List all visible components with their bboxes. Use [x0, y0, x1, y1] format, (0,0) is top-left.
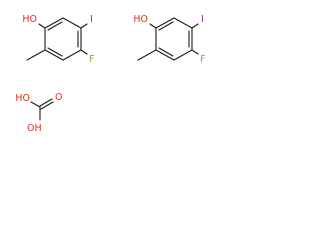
carbonyl-bond — [39, 98, 53, 107]
ring-bond — [173, 49, 193, 61]
molecule-carbonic-acid: O HO OH — [15, 92, 62, 134]
molecule-phenol-2: HO I F — [133, 14, 205, 65]
ring-bond — [155, 17, 175, 29]
ring-bond — [173, 17, 193, 29]
carbonyl-oxygen-label: O — [55, 92, 62, 103]
ring-bond-inner — [158, 21, 174, 31]
hydroxyl-top-label: HO — [15, 93, 30, 104]
hydroxyl-label: HO — [22, 14, 37, 25]
fluoro-label: F — [200, 54, 205, 65]
methyl-bond — [26, 49, 46, 61]
structure-canvas: HO I F HO I F O HO OH — [0, 0, 239, 148]
ring-bond-inner — [47, 21, 63, 31]
structure-svg: HO I F HO I F O HO OH — [15, 14, 205, 134]
oh-bond — [38, 23, 46, 29]
hydroxyl-bond — [30, 101, 41, 108]
hydroxyl-bottom-label: OH — [27, 123, 42, 134]
carbonyl-bond — [40, 101, 54, 110]
ring-bond — [62, 17, 82, 29]
fluoro-bond — [80, 49, 88, 55]
iodo-bond — [80, 23, 88, 29]
ring-bond — [155, 49, 175, 61]
ring-bond-inner — [158, 47, 174, 57]
ring-bond — [62, 49, 82, 61]
methyl-bond — [137, 49, 157, 61]
ring-bond — [44, 17, 64, 29]
hydroxyl-label: HO — [133, 14, 148, 25]
iodo-label: I — [90, 14, 93, 25]
ring-bond — [44, 49, 64, 61]
fluoro-bond — [191, 49, 199, 55]
molecule-phenol-1: HO I F — [22, 14, 94, 65]
iodo-label: I — [201, 14, 204, 25]
ring-bond-inner — [47, 47, 63, 57]
oh-bond — [149, 23, 157, 29]
iodo-bond — [191, 23, 199, 29]
fluoro-label: F — [89, 54, 94, 65]
